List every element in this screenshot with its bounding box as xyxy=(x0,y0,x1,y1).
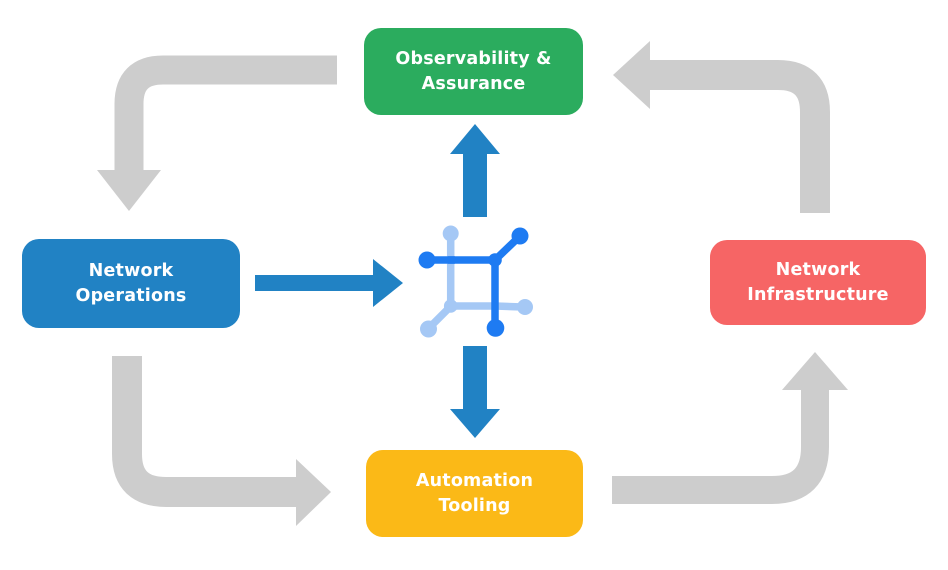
node-label-line: Network xyxy=(88,261,174,282)
node-label-line: Automation xyxy=(415,471,534,492)
arrow-automation-to-infrastructure xyxy=(612,352,848,504)
arrow-operations-to-automation xyxy=(112,356,331,526)
network-mesh-icon xyxy=(418,225,533,338)
node-network-operations: Network Operations xyxy=(22,239,240,328)
node-label-line: Observability & xyxy=(395,49,552,70)
node-label-line: Tooling xyxy=(438,495,511,516)
arrow-center-to-observability xyxy=(450,124,500,217)
node-network-infrastructure: Network Infrastructure xyxy=(710,240,926,325)
node-label-line: Network xyxy=(775,260,861,281)
arrow-infrastructure-to-observability xyxy=(613,41,830,213)
arrow-operations-to-center xyxy=(255,259,403,307)
node-label-line: Assurance xyxy=(421,73,526,94)
arrow-observability-to-operations xyxy=(97,55,337,211)
node-label-line: Operations xyxy=(75,285,187,306)
node-observability-assurance: Observability & Assurance xyxy=(364,28,583,115)
node-automation-tooling: Automation Tooling xyxy=(366,450,583,537)
arrow-center-to-automation xyxy=(450,346,500,438)
node-label-line: Infrastructure xyxy=(747,284,889,305)
